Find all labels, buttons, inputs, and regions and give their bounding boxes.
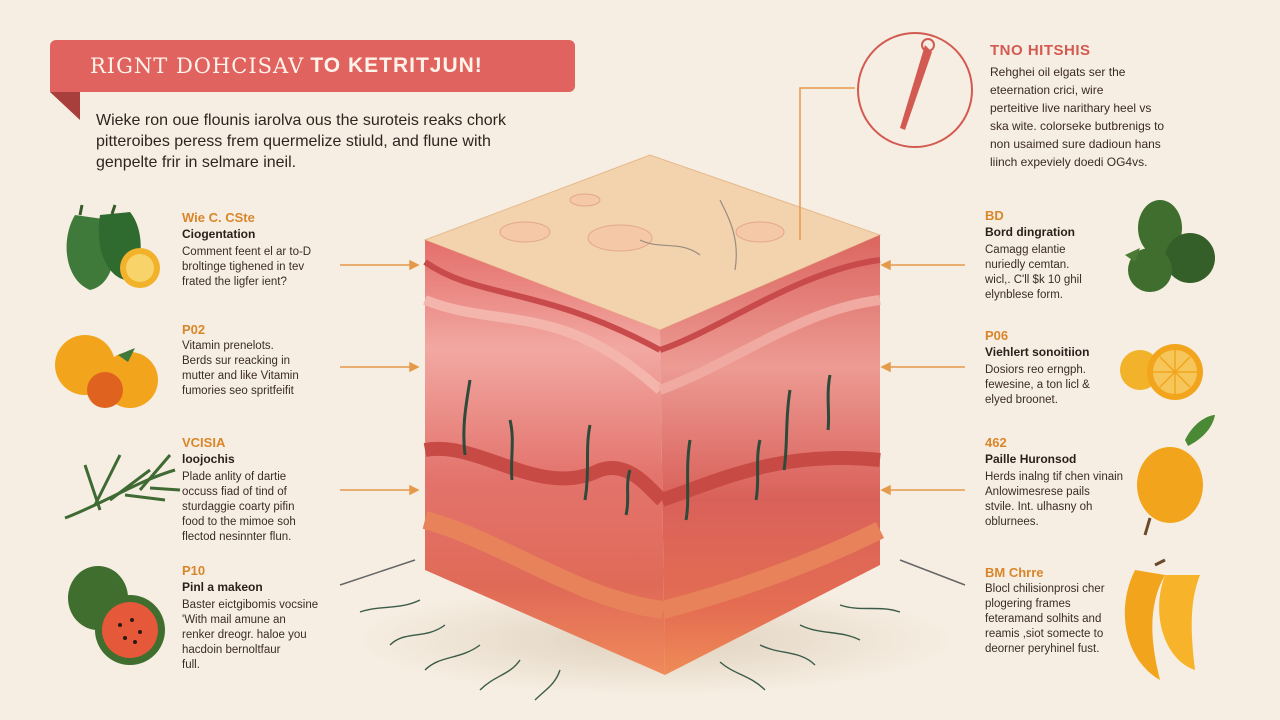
orange-slice-icon — [1120, 344, 1203, 400]
top-right-title: TNO HITSHIS — [990, 42, 1091, 59]
left-item-1: Wie C. CSte Ciogentation Comment feent e… — [182, 210, 352, 290]
rosemary-icon — [64, 454, 181, 520]
item-code: P02 — [182, 322, 206, 337]
right-item-4: BM Chrre Blocl chilisionprosi cher ploge… — [985, 565, 1155, 657]
item-body: Comment feent el ar to-D broltinge tighe… — [182, 246, 312, 288]
surface-spot — [735, 221, 785, 243]
item-body: Plade anlity of dartie occuss fiad of ti… — [182, 471, 296, 543]
item-heading: Pinl a makeon — [182, 580, 263, 594]
item-body: Dosiors reo erngph. fewesine, a ton licl… — [985, 364, 1090, 406]
item-body: Blocl chilisionprosi cher plogering fram… — [985, 583, 1105, 655]
dropper-icon — [857, 32, 973, 148]
item-code: BM Chrre — [985, 565, 1044, 580]
item-code: P10 — [182, 563, 206, 578]
surface-spot — [499, 221, 551, 243]
nerve-fibers — [359, 599, 901, 701]
intro-text: Wieke ron oue flounis iarolva ous the su… — [96, 112, 506, 171]
item-code: 462 — [985, 435, 1007, 450]
right-item-2: P06 Viehlert sonoitiion Dosiors reo erng… — [985, 328, 1155, 408]
left-item-4: P10 Pinl a makeon Baster eictgibomis voc… — [182, 563, 352, 673]
item-body: Vitamin prenelots. Berds sur reacking in… — [182, 340, 299, 397]
item-code: BD — [985, 208, 1004, 223]
skin-cross-section — [359, 154, 901, 701]
papaya-icon — [68, 566, 165, 665]
left-connectors — [339, 259, 420, 586]
item-heading: Viehlert sonoitiion — [985, 345, 1090, 359]
surface-spot — [569, 193, 601, 207]
title-part-2: TO KETRITJUN! — [310, 54, 483, 77]
right-item-1: BD Bord dingration Camagg elantie nuried… — [985, 208, 1155, 303]
orange-icon — [55, 335, 158, 408]
item-body: Camagg elantie nuriedly cemtan. wicl,. C… — [985, 244, 1082, 301]
item-body: Baster eictgibomis vocsine 'With mail am… — [182, 599, 319, 671]
surface-spot — [587, 224, 653, 252]
avocado-icon — [1125, 200, 1215, 292]
title-part-1: RIGNT DOHCISAV — [90, 54, 305, 78]
right-connectors — [799, 87, 966, 586]
item-code: Wie C. CSte — [182, 210, 255, 225]
item-code: P06 — [985, 328, 1009, 343]
top-right-body: Rehghei oil elgats ser the eteernation c… — [990, 65, 1165, 169]
item-heading: loojochis — [182, 452, 235, 466]
hair-follicles — [462, 374, 832, 521]
left-item-3: VCISIA loojochis Plade anlity of dartie … — [182, 435, 352, 545]
title-banner: RIGNT DOHCISAV TO KETRITJUN! — [50, 40, 575, 92]
item-heading: Ciogentation — [182, 227, 256, 241]
right-item-3: 462 Paille Huronsod Herds inalng tif che… — [985, 435, 1155, 530]
banana-icon — [1124, 558, 1200, 680]
item-heading: Bord dingration — [985, 225, 1075, 239]
item-code: VCISIA — [182, 435, 226, 450]
left-item-2: P02 Vitamin prenelots. Berds sur reackin… — [182, 322, 352, 399]
skin-side-face — [660, 235, 880, 675]
pepper-lime-icon — [66, 204, 160, 290]
banner-fold — [50, 92, 80, 120]
item-heading: Paille Huronsod — [985, 452, 1077, 466]
persimmon-icon — [1137, 415, 1215, 536]
item-body: Herds inalng tif chen vinain Anlowimesre… — [985, 471, 1124, 528]
